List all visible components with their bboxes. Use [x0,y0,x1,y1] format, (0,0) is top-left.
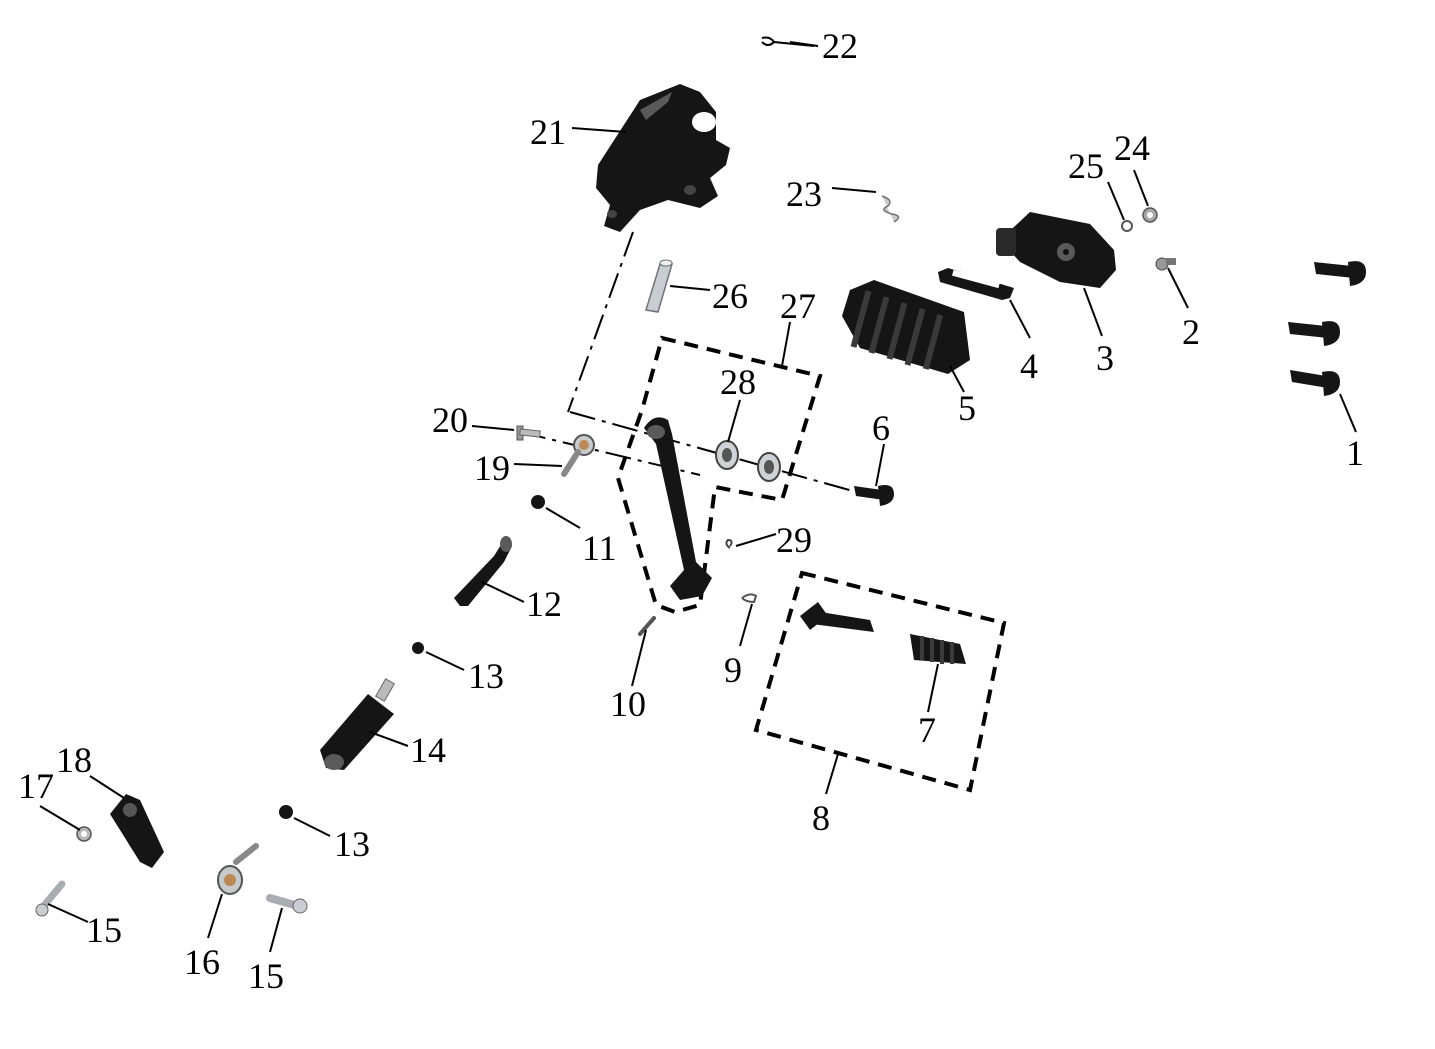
nut-13b [279,805,293,819]
callout-19: 19 [474,448,510,488]
nut-24 [1142,207,1158,223]
callout-2: 2 [1182,312,1200,352]
callout-13b: 13 [334,824,370,864]
rod-end-19 [561,434,595,477]
callout-22: 22 [822,26,858,66]
footrest-bracket-21 [596,84,730,232]
callout-21: 21 [530,112,566,152]
callout-6: 6 [872,408,890,448]
bolt-15b [266,894,308,914]
callout-labels: 1 2 3 4 5 6 7 8 9 10 11 12 13 13 14 15 1… [18,26,1364,996]
assembly-centerlines [519,231,861,494]
brake-lever-27 [644,417,712,600]
callout-17: 17 [18,766,54,806]
washer-25 [1121,220,1133,232]
screw-2 [1155,257,1176,271]
pin-29 [725,538,733,549]
bearings-28 [715,440,781,482]
rod-end-16 [217,843,259,895]
cotter-pin-22 [761,36,815,47]
callout-10: 10 [610,684,646,724]
bolt-6 [854,485,894,506]
callout-5: 5 [958,388,976,428]
nut-11 [531,495,545,509]
callout-8: 8 [812,798,830,838]
callout-7: 7 [918,710,936,750]
callout-29: 29 [776,520,812,560]
callout-15a: 15 [86,910,122,950]
nut-13a [412,642,424,654]
pin-20 [516,425,541,441]
master-cylinder-14 [320,678,396,770]
footpeg-3 [996,212,1116,288]
bolt-15a [35,880,66,917]
bolts-1 [1288,261,1366,396]
group-box-27 [615,335,823,615]
callout-28: 28 [720,362,756,402]
clip-9 [741,593,758,604]
callout-1: 1 [1346,433,1364,473]
callout-13a: 13 [468,656,504,696]
callout-25: 25 [1068,146,1104,186]
plate-4 [938,268,1014,300]
callout-26: 26 [712,276,748,316]
group-box-8 [753,570,1007,793]
clip-10 [638,616,656,636]
callout-24: 24 [1114,128,1150,168]
bracket-18 [110,794,164,868]
callout-23: 23 [786,174,822,214]
callout-14: 14 [410,730,446,770]
callout-9: 9 [724,650,742,690]
brake-pedal-peg-7 [800,602,966,664]
rubber-pad-5 [842,280,970,374]
washer-17 [76,826,92,842]
callout-20: 20 [432,400,468,440]
callout-11: 11 [582,528,617,568]
callout-16: 16 [184,942,220,982]
callout-18: 18 [56,740,92,780]
callout-3: 3 [1096,338,1114,378]
spring-23 [881,195,900,223]
callout-15b: 15 [248,956,284,996]
connecting-rod-12 [454,536,512,606]
callout-27: 27 [780,286,816,326]
pivot-pin-26 [645,259,673,313]
callout-12: 12 [526,584,562,624]
callout-4: 4 [1020,346,1038,386]
leader-lines [39,41,1357,953]
